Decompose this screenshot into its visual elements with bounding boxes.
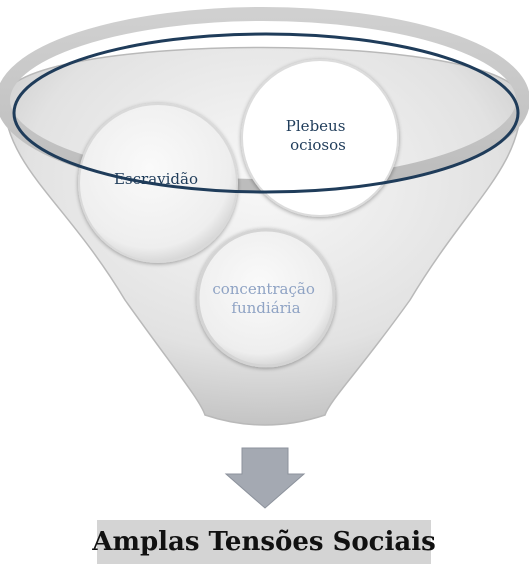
label-escravidao: Escravidão [114, 170, 198, 188]
funnel-mouth-outline [12, 32, 520, 194]
label-concentracao-line2: fundiária [231, 299, 300, 317]
input-circle-concentracao [196, 228, 336, 368]
output-caption: Amplas Tensões Sociais [92, 520, 436, 564]
label-plebeus: Plebeus ociosos [286, 117, 350, 154]
input-circle-plebeus [241, 59, 399, 217]
label-concentracao: concentração fundiária [212, 280, 319, 317]
down-arrow-icon [224, 447, 306, 509]
label-escravidao-line1: Escravidão [114, 170, 198, 188]
label-concentracao-line1: concentração [212, 280, 315, 298]
label-plebeus-line1: Plebeus [286, 117, 346, 135]
label-plebeus-line2: ociosos [290, 136, 346, 154]
